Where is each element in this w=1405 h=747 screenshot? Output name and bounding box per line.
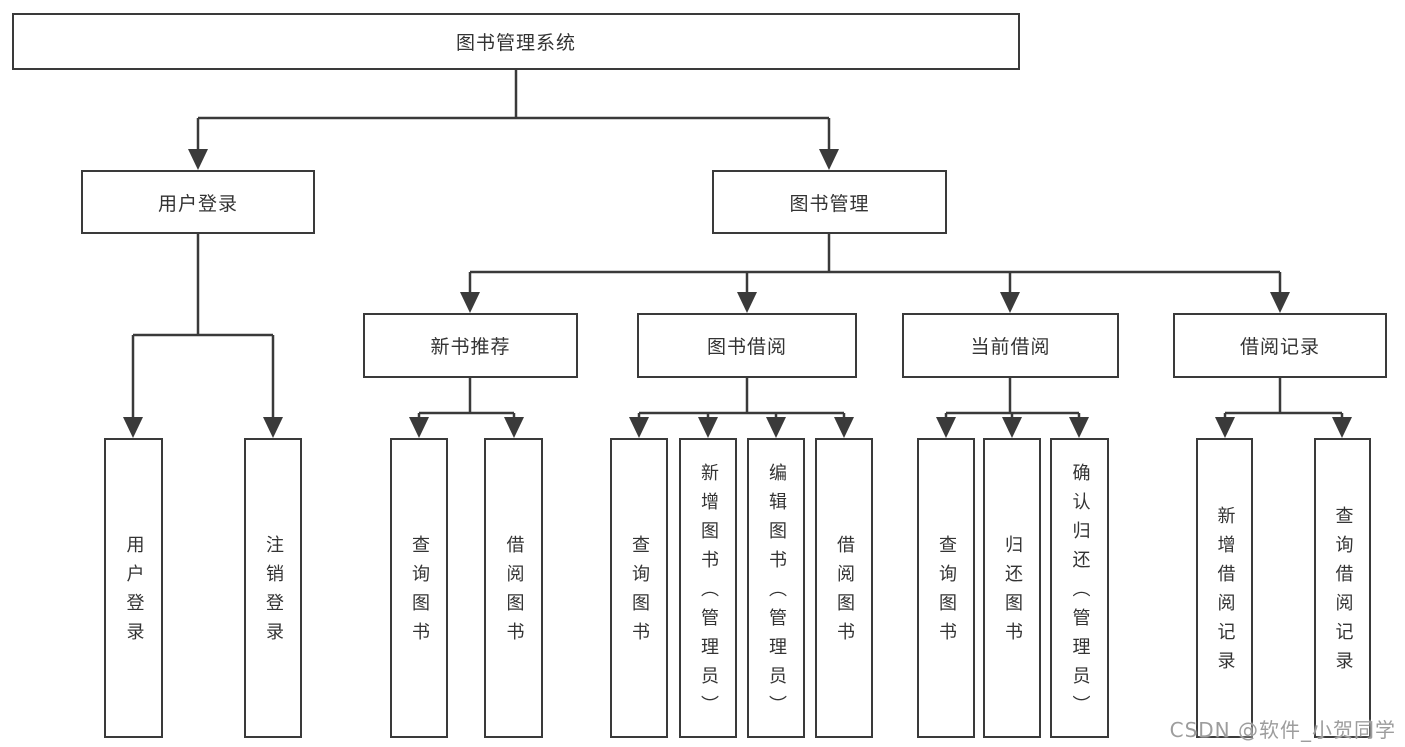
connector-book-management-branch <box>460 234 1290 313</box>
leaf-borrow-books-borrowing: 借阅图书 <box>815 438 873 738</box>
node-book-management: 图书管理 <box>712 170 947 234</box>
leaf-user-login: 用户登录 <box>104 438 163 738</box>
csdn-watermark: CSDN @软件_小贺同学 <box>1169 718 1396 742</box>
connector-root-to-level2 <box>188 70 839 170</box>
leaf-query-books-recommend: 查询图书 <box>390 438 448 738</box>
leaf-query-books-current: 查询图书 <box>917 438 975 738</box>
leaf-add-borrow-record: 新增借阅记录 <box>1196 438 1253 738</box>
node-library-management-system: 图书管理系统 <box>12 13 1020 70</box>
leaf-return-books: 归还图书 <box>983 438 1041 738</box>
node-user-login: 用户登录 <box>81 170 315 234</box>
connector-user-login-branch <box>123 234 283 438</box>
node-new-book-recommendation: 新书推荐 <box>363 313 578 378</box>
leaf-borrow-books-recommend: 借阅图书 <box>484 438 543 738</box>
leaf-query-books-borrowing: 查询图书 <box>610 438 668 738</box>
connector-current-borrowing-branch <box>936 378 1089 438</box>
node-borrowing-records: 借阅记录 <box>1173 313 1387 378</box>
leaf-query-borrow-record: 查询借阅记录 <box>1314 438 1371 738</box>
connector-borrowing-records-branch <box>1215 378 1352 438</box>
leaf-logout: 注销登录 <box>244 438 302 738</box>
connector-book-borrowing-branch <box>629 378 854 438</box>
node-book-borrowing: 图书借阅 <box>637 313 857 378</box>
connector-new-book-branch <box>409 378 524 438</box>
leaf-add-books-admin: 新增图书（管理员） <box>679 438 737 738</box>
leaf-edit-books-admin: 编辑图书（管理员） <box>747 438 805 738</box>
node-current-borrowing: 当前借阅 <box>902 313 1119 378</box>
leaf-confirm-return-admin: 确认归还（管理员） <box>1050 438 1109 738</box>
